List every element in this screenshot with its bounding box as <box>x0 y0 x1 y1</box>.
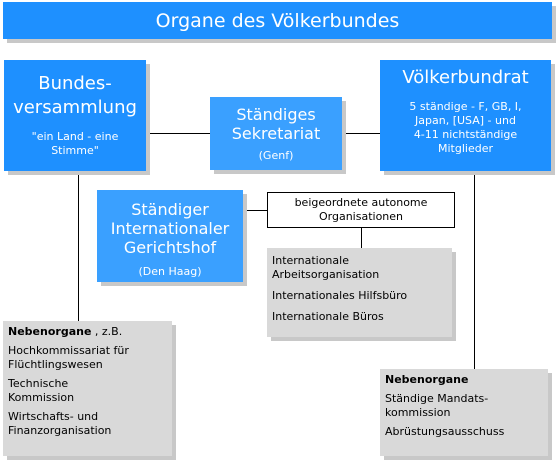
bundesversammlung-sub2: Stimme" <box>51 144 99 157</box>
connector-rat-nebenorgane <box>474 171 475 369</box>
voelkerbundrat-sub1: 5 ständige - F, GB, I, <box>409 100 522 113</box>
bundesversammlung-box: Bundes- versammlung "ein Land - eine Sti… <box>4 60 146 171</box>
voelkerbundrat-sub4: Mitglieder <box>438 142 493 155</box>
beigeordnete-line1: beigeordnete autonome <box>294 196 428 209</box>
nebenorgan-line1: Wirtschafts- und <box>8 410 99 423</box>
beigeordnete-line2: Organisationen <box>318 210 404 223</box>
gerichtshof-sub: (Den Haag) <box>138 265 202 278</box>
nebenorgane-rechts-box: Nebenorgane Ständige Mandats- kommission… <box>380 369 548 456</box>
connector-bv-nebenorgane <box>78 171 79 321</box>
beigeordnete-box: beigeordnete autonome Organisationen <box>267 192 455 228</box>
sekretariat-line2: Sekretariat <box>231 124 321 143</box>
organisation-line2: Arbeitsorganisation <box>272 268 380 281</box>
nebenorgane-links-box: Nebenorgane , z.B. Hochkommissariat für … <box>3 321 172 456</box>
nebenorgane-links-heading: Nebenorgane <box>8 325 92 338</box>
gerichtshof-line1: Ständiger <box>131 200 209 219</box>
bundesversammlung-line2: versammlung <box>13 97 137 118</box>
nebenorgane-links-suffix: , z.B. <box>94 325 123 338</box>
nebenorgan-line1: Abrüstungsausschuss <box>385 425 505 438</box>
nebenorgan-item: Wirtschafts- und Finanzorganisation <box>8 410 172 438</box>
voelkerbundrat-box: Völkerbundrat 5 ständige - F, GB, I, Jap… <box>380 60 551 171</box>
voelkerbundrat-title: Völkerbundrat <box>402 67 529 88</box>
gerichtshof-line3: Gerichtshof <box>123 238 217 257</box>
gerichtshof-line2: Internationaler <box>110 219 230 238</box>
voelkerbundrat-sub2: Japan, [USA] - und <box>415 114 516 127</box>
bundesversammlung-line1: Bundes- <box>38 73 112 94</box>
nebenorgan-line2: Finanzorganisation <box>8 424 112 437</box>
nebenorgan-line1: Hochkommissariat für <box>8 344 129 357</box>
bundesversammlung-sub1: "ein Land - eine <box>31 130 119 143</box>
organisation-item: Internationale Arbeitsorganisation <box>272 254 452 282</box>
organisationen-box: Internationale Arbeitsorganisation Inter… <box>267 248 452 337</box>
connector-gh-beigeordnete <box>243 210 267 211</box>
nebenorgan-line1: Ständige Mandats- <box>385 392 489 405</box>
nebenorgan-item: Abrüstungsausschuss <box>385 425 548 439</box>
nebenorgane-rechts-heading: Nebenorgane <box>385 373 469 386</box>
organisation-item: Internationale Büros <box>272 310 452 324</box>
nebenorgan-line2: Flüchtlingswesen <box>8 358 103 371</box>
connector-sekretariat-rat <box>342 133 380 134</box>
nebenorgan-item: Technische Kommission <box>8 377 172 405</box>
organisation-item: Internationales Hilfsbüro <box>272 289 452 303</box>
gerichtshof-box: Ständiger Internationaler Gerichtshof (D… <box>97 190 243 282</box>
connector-bv-sekretariat <box>146 133 210 134</box>
organisation-line1: Internationale Büros <box>272 310 384 323</box>
nebenorgan-line2: Kommission <box>8 391 75 404</box>
nebenorgan-line2: kommission <box>385 406 451 419</box>
connector-beigeordnete-orgs <box>361 228 362 248</box>
organisation-line1: Internationales Hilfsbüro <box>272 289 408 302</box>
voelkerbundrat-sub3: 4-11 nichtständige <box>413 128 518 141</box>
sekretariat-box: Ständiges Sekretariat (Genf) <box>210 97 342 170</box>
nebenorgan-line1: Technische <box>8 377 69 390</box>
sekretariat-line1: Ständiges <box>236 105 316 124</box>
organisation-line1: Internationale <box>272 254 349 267</box>
nebenorgan-item: Ständige Mandats- kommission <box>385 392 548 420</box>
sekretariat-sub: (Genf) <box>258 149 294 162</box>
diagram-title: Organe des Völkerbundes <box>3 2 552 39</box>
nebenorgane-links-heading-row: Nebenorgane , z.B. <box>8 325 172 339</box>
diagram-title-text: Organe des Völkerbundes <box>155 9 400 32</box>
nebenorgan-item: Hochkommissariat für Flüchtlingswesen <box>8 344 172 372</box>
